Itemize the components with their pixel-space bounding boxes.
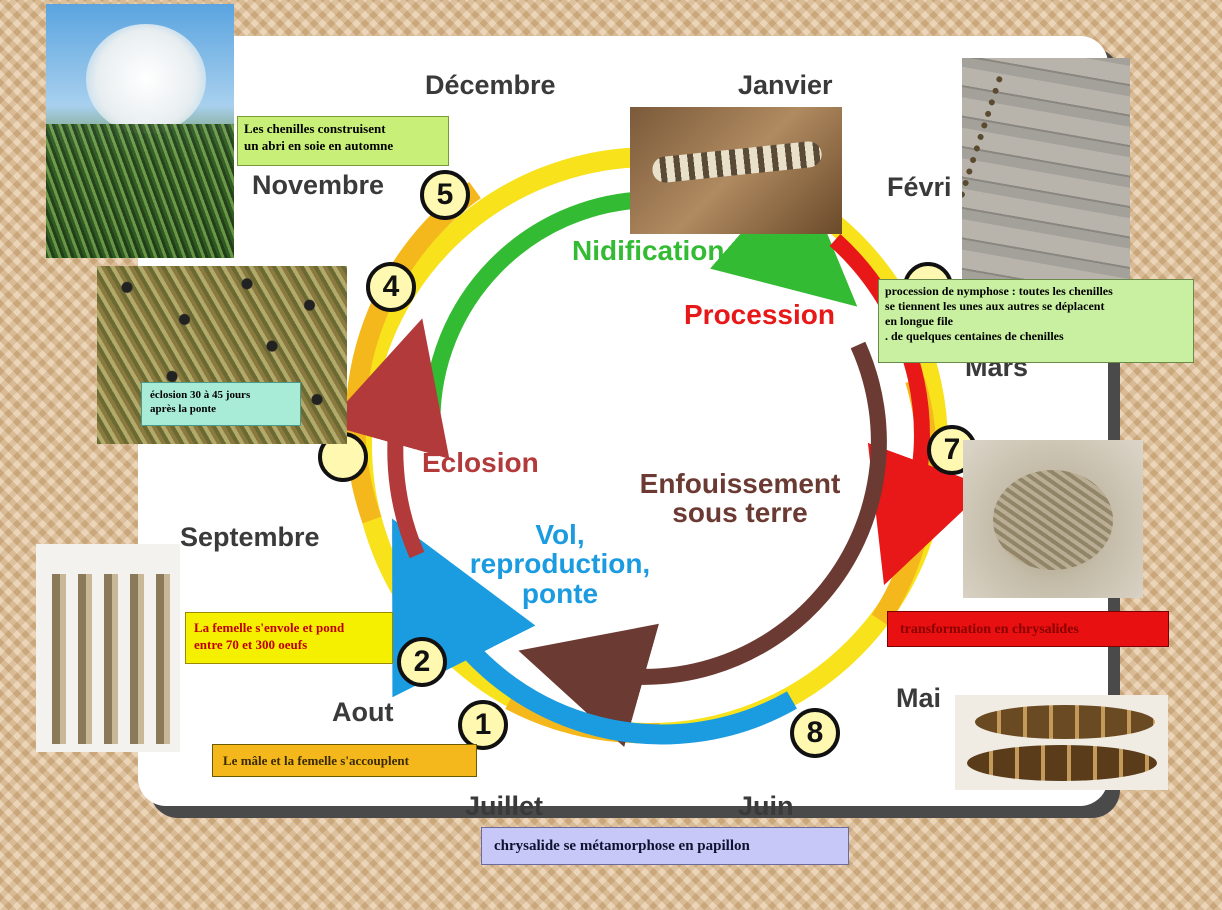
month-juillet: Juillet [465, 791, 543, 822]
note-abri: Les chenilles construisent un abri en so… [237, 116, 449, 166]
photo-caterpillar [630, 107, 842, 234]
phase-vol-line2: reproduction, [445, 549, 675, 578]
note-ponte-line2: entre 70 et 300 oeufs [194, 637, 384, 654]
number-1: 1 [458, 700, 508, 750]
note-procession-line2: se tiennent les unes aux autres se dépla… [885, 299, 1187, 314]
note-ponte: La femelle s'envole et pond entre 70 et … [185, 612, 393, 664]
larvae-pile [993, 470, 1113, 570]
chrysalis-bottom [967, 745, 1157, 781]
nest-shape [86, 24, 206, 134]
pine-needles [46, 124, 234, 258]
month-septembre: Septembre [180, 522, 320, 553]
note-chrysalides: transformation en chrysalides [887, 611, 1169, 647]
phase-vol: Vol, reproduction, ponte [445, 520, 675, 608]
number-2: 2 [397, 637, 447, 687]
month-juin: Juin [738, 791, 794, 822]
month-mai: Mai [896, 683, 941, 714]
phase-eclosion: Eclosion [422, 448, 539, 477]
note-accouplement: Le mâle et la femelle s'accouplent [212, 744, 477, 777]
phase-vol-line1: Vol, [445, 520, 675, 549]
number-4: 4 [366, 262, 416, 312]
photo-silk-nest [46, 4, 234, 258]
note-abri-line2: un abri en soie en automne [244, 138, 442, 155]
number-8: 8 [790, 708, 840, 758]
caterpillar-body [651, 140, 823, 184]
note-abri-line1: Les chenilles construisent [244, 121, 442, 138]
number-5: 5 [420, 170, 470, 220]
photo-procession [962, 58, 1130, 280]
month-fevrier: Févri [887, 172, 952, 203]
chrysalis-top [975, 705, 1155, 739]
note-ponte-line1: La femelle s'envole et pond [194, 620, 384, 637]
phase-vol-line3: ponte [445, 579, 675, 608]
note-eclosion-line2: après la ponte [150, 402, 292, 416]
note-eclosion: éclosion 30 à 45 jours après la ponte [141, 382, 301, 426]
month-novembre: Novembre [252, 170, 384, 201]
arc-nidification-tip [775, 235, 806, 262]
note-procession-line3: en longue file [885, 314, 1187, 329]
phase-procession: Procession [684, 300, 835, 329]
photo-chrysalides [955, 695, 1168, 790]
note-procession-line4: . de quelques centaines de chenilles [885, 329, 1187, 344]
phase-enfouissement: Enfouissement sous terre [620, 469, 860, 528]
arc-eclosion [395, 380, 417, 555]
procession-line [962, 76, 1013, 271]
note-procession-line1: procession de nymphose : toutes les chen… [885, 284, 1187, 299]
note-eclosion-line1: éclosion 30 à 45 jours [150, 388, 292, 402]
month-aout: Aout [332, 697, 393, 728]
phase-enfouissement-line1: Enfouissement [620, 469, 860, 498]
note-procession: procession de nymphose : toutes les chen… [878, 279, 1194, 363]
photo-moths [36, 544, 180, 752]
month-decembre: Décembre [425, 70, 556, 101]
phase-nidification: Nidification [572, 236, 724, 265]
note-papillon: chrysalide se métamorphose en papillon [481, 827, 849, 865]
month-janvier: Janvier [738, 70, 833, 101]
photo-buried-larvae [963, 440, 1143, 598]
moth-wings [46, 574, 170, 744]
